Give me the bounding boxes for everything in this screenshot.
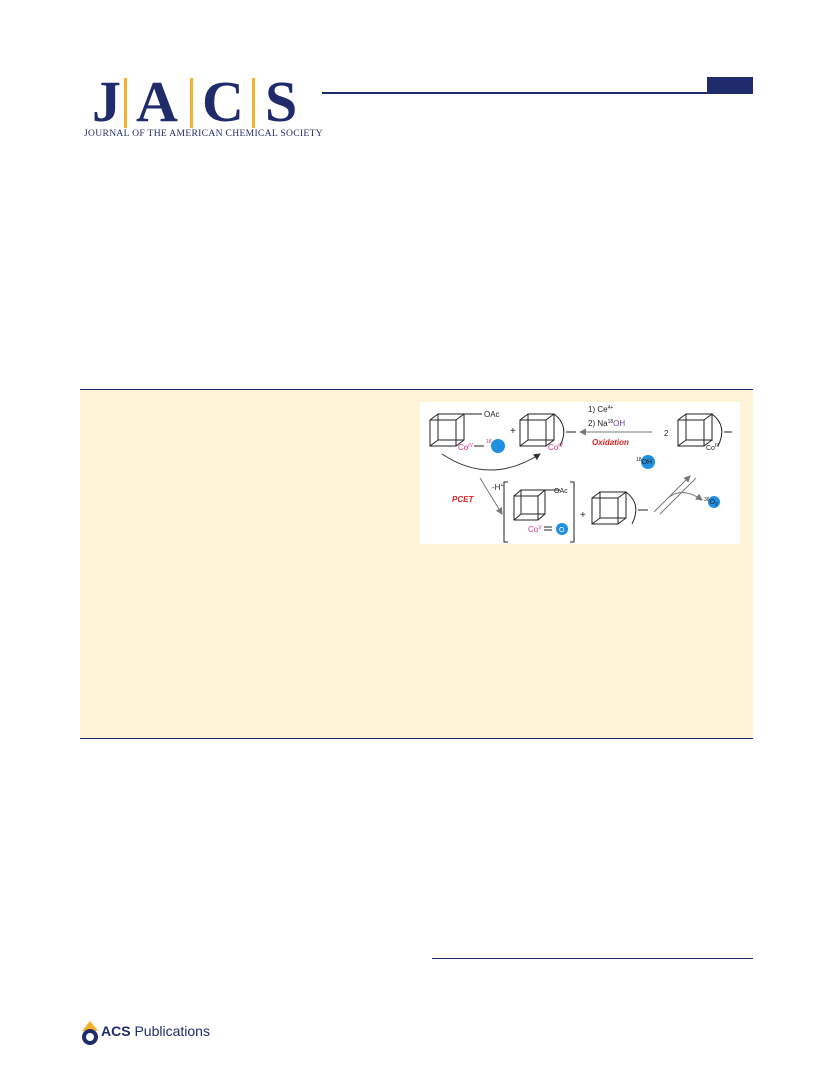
- header-rule: [322, 92, 752, 94]
- journal-name: JOURNAL OF THE AMERICAN CHEMICAL SOCIETY: [84, 128, 323, 139]
- hydroxide-label: 18OH: [636, 457, 652, 466]
- stoichiometric-coefficient: 2: [664, 429, 669, 438]
- oxo-circle: [556, 523, 568, 535]
- toc-graphic: OAc CoIV 18 + CoIV 1) Ce4+ 2) Na18OH Oxi…: [420, 402, 740, 544]
- journal-logo: J A C S: [82, 72, 332, 142]
- reaction-scheme: OAc CoIV 18 + CoIV 1) Ce4+ 2) Na18OH Oxi…: [429, 405, 732, 543]
- logo-letter-j: J: [92, 69, 121, 134]
- acs-publications-logo: ACS Publications: [79, 1017, 219, 1049]
- pcet-label: PCET: [452, 495, 474, 504]
- oac-label-2: OAc: [554, 488, 568, 495]
- cubane-co-iv-ring: [519, 413, 576, 447]
- intermediate-bracket: [503, 481, 575, 543]
- co-iv-label: CoIV: [458, 443, 474, 452]
- comproportionation-arrow: [441, 453, 541, 471]
- equilibrium-arrow-forward: [653, 475, 691, 513]
- hydroxide-circle: [641, 455, 655, 469]
- co-iv-label-2: CoIV: [548, 443, 564, 452]
- logo-divider: [252, 78, 255, 128]
- labeled-oxygen-circle: [491, 439, 505, 453]
- plus-sign: +: [510, 426, 516, 437]
- co-v-label: CoV: [528, 525, 542, 534]
- logo-letter-c: C: [202, 69, 244, 134]
- cubane-co-iii: [677, 413, 732, 447]
- logo-letter-s: S: [265, 69, 298, 134]
- o2-label: 36O2: [704, 497, 718, 508]
- equilibrium-arrow-back: [659, 477, 697, 515]
- acs-emblem-icon: [82, 1021, 98, 1045]
- reagent-1: 1) Ce4+: [588, 405, 613, 414]
- header-tab: [707, 77, 753, 94]
- pcet-arrow: [479, 477, 503, 515]
- cubane-co-iv: [429, 413, 482, 447]
- oxo-label: O: [559, 527, 565, 534]
- cubane-co-v: [513, 489, 560, 521]
- oxidation-label: Oxidation: [592, 438, 629, 447]
- o2-release-arrow: [667, 492, 703, 501]
- oac-label: OAc: [484, 410, 500, 419]
- publisher-name: ACS Publications: [101, 1023, 210, 1039]
- logo-divider: [190, 78, 193, 128]
- o2-circle: [708, 496, 720, 508]
- reagent-2: 2) Na18OH: [588, 419, 625, 428]
- cubane-co-iii-product: [591, 491, 648, 525]
- co-iii-label: CoIII: [706, 443, 719, 452]
- footnote-rule: [432, 958, 753, 959]
- plus-sign-2: +: [580, 510, 586, 521]
- logo-letter-a: A: [136, 69, 178, 134]
- isotope-label: 18: [486, 439, 492, 445]
- proton-loss-label: -H+: [492, 483, 503, 492]
- logo-divider: [124, 78, 127, 128]
